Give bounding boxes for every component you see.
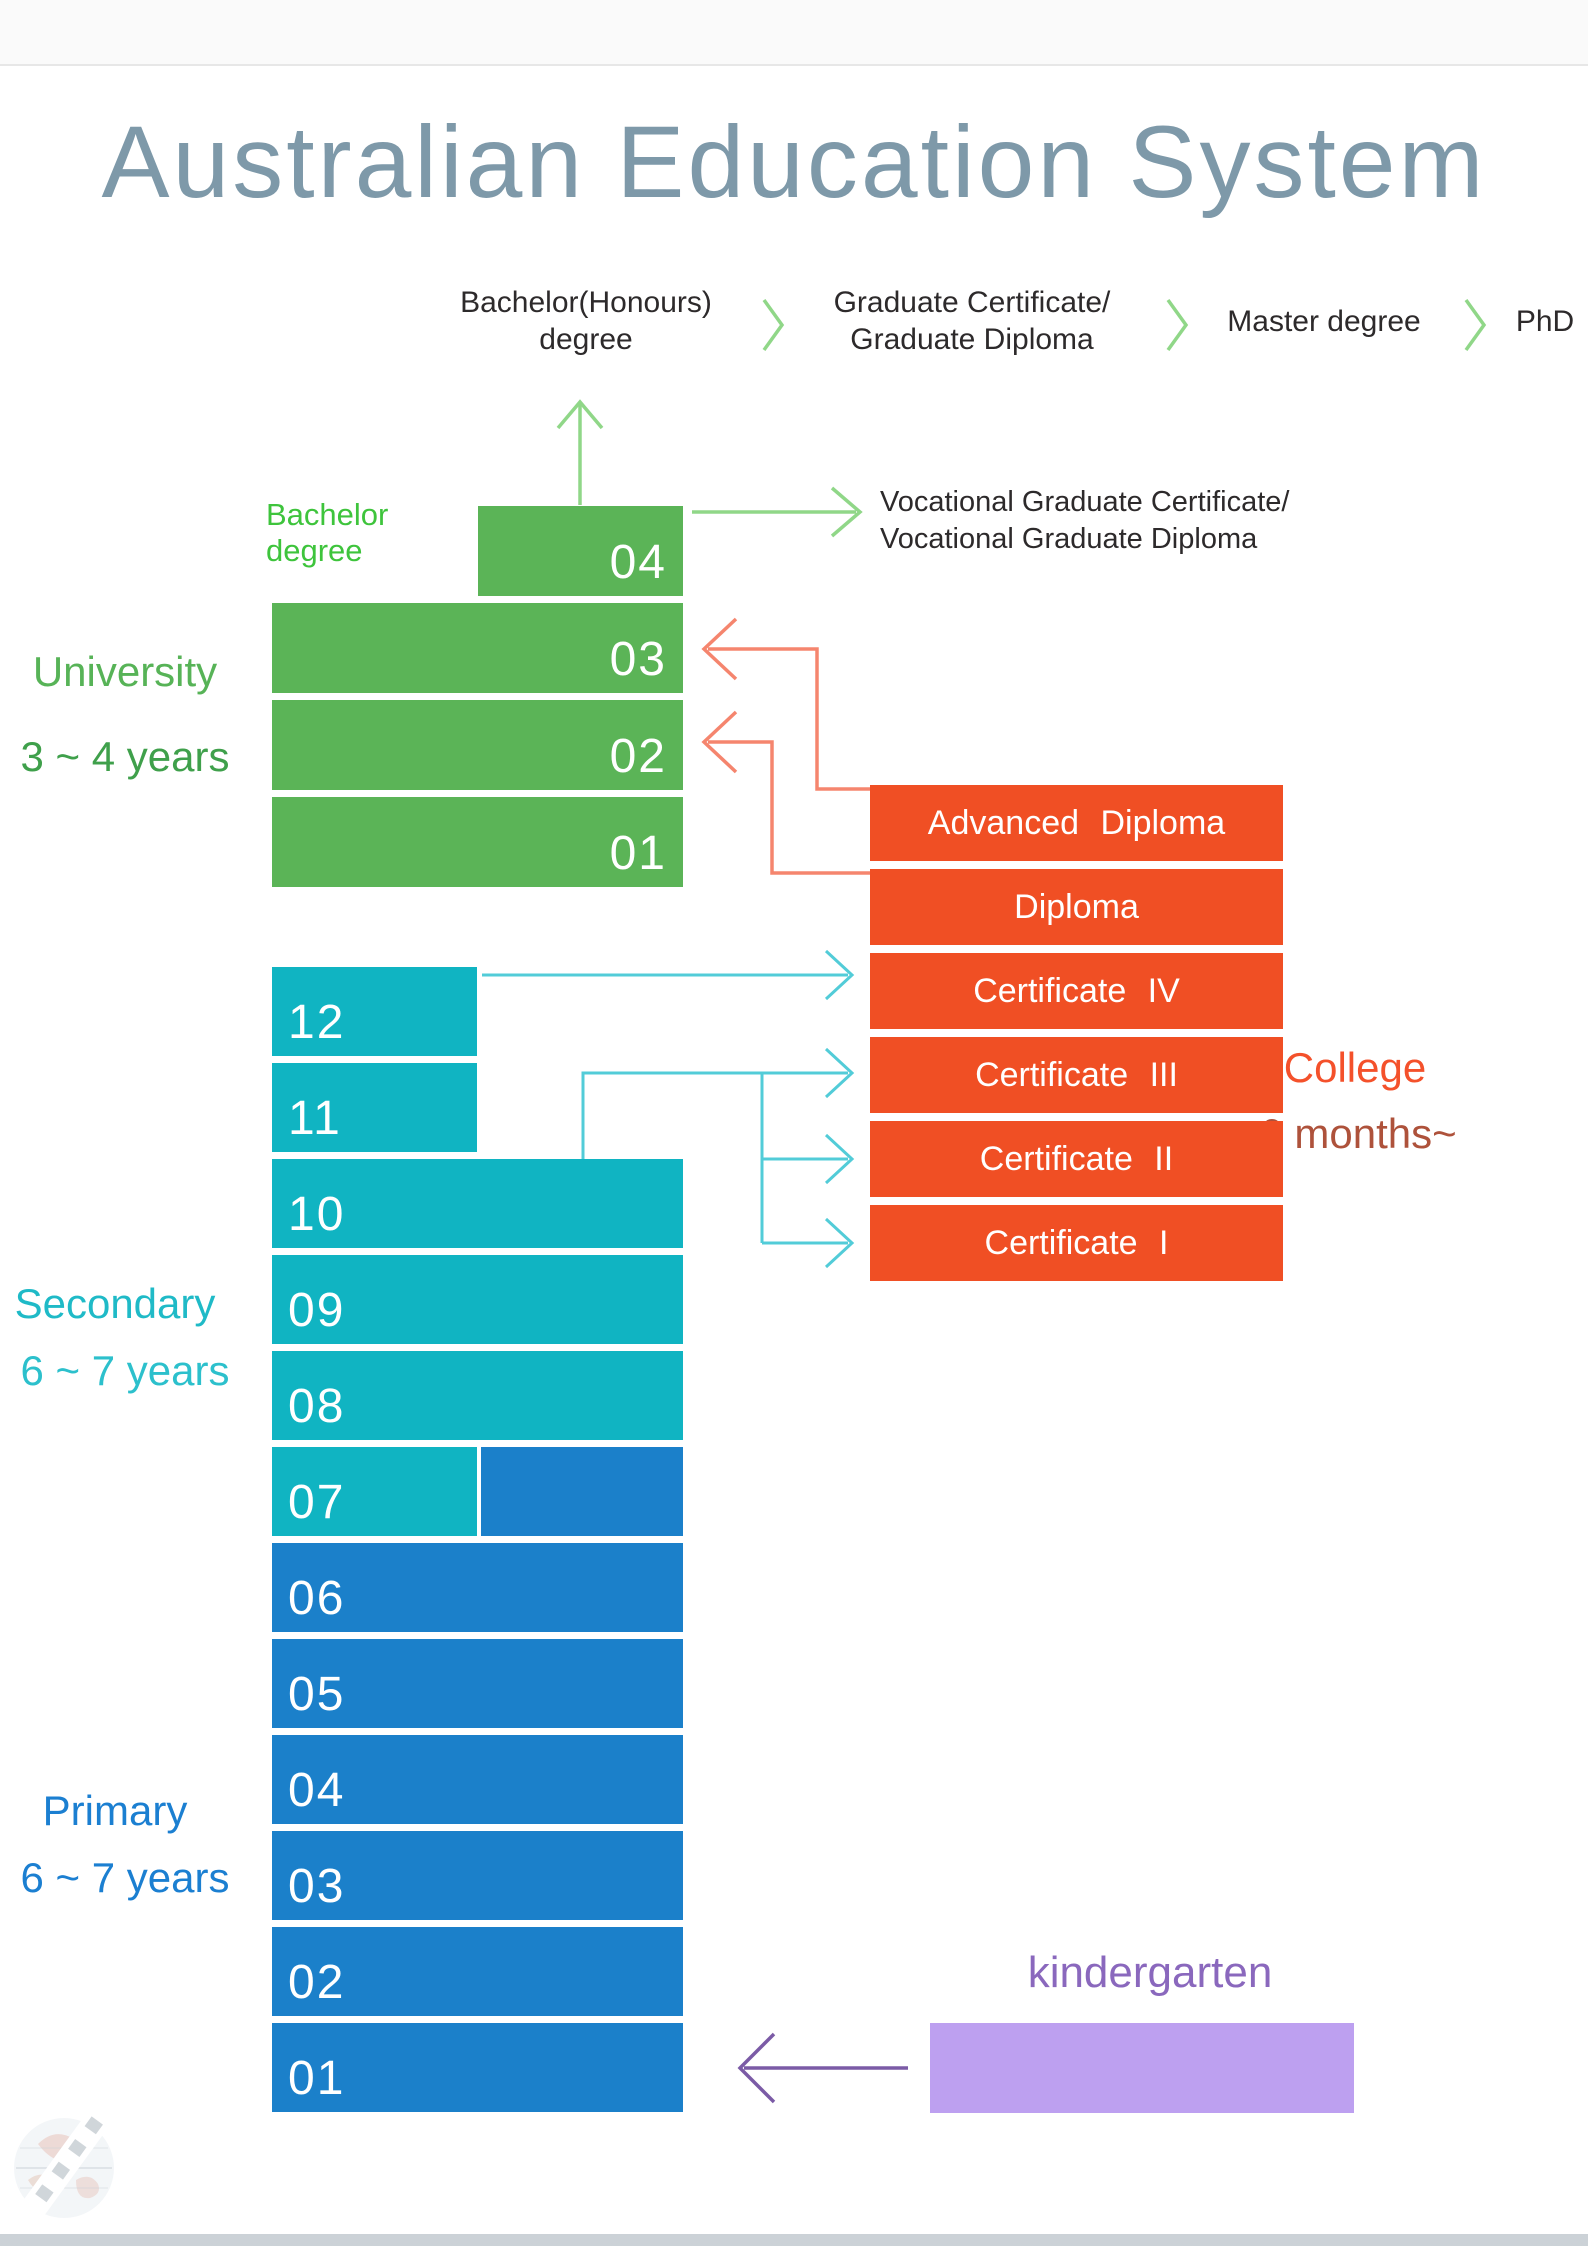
flow-step-master-degree: Master degree [1227,305,1421,338]
secondary-duration: 6 ~ 7 years [20,1347,230,1394]
kindergarten-arrow-icon [737,2032,908,2104]
university-label: University [32,648,218,695]
primary-bar-06: 06 [272,1543,683,1632]
primary-bar-04: 04 [272,1735,683,1824]
bachelor-degree-label: Bachelor degree [266,497,389,568]
vocational-graduate-label: Vocational Graduate Certificate/ Vocatio… [880,484,1310,558]
top-band [0,0,1588,66]
college-bar-advanced-diploma: Advanced Diploma [870,785,1283,861]
college-bar-certificate-ii: Certificate II [870,1121,1283,1197]
teal-connector-12-to-cert-iv [482,949,855,1001]
secondary-bar-10: 10 [272,1159,683,1248]
flow-step-line2: degree [539,323,633,356]
kindergarten-bar [930,2023,1354,2113]
secondary-bar-08: 08 [272,1351,683,1440]
university-bar-03: 03 [272,603,683,693]
flow-step-graduate-certificate: Graduate Certificate/ Graduate Diploma [810,284,1134,358]
college-bar-certificate-iii: Certificate III [870,1037,1283,1113]
salmon-connector-diploma-to-02 [701,710,870,875]
primary-bar-05: 05 [272,1639,683,1728]
university-bar-04: 04 [478,506,683,596]
flow-step-line2: Graduate Diploma [850,323,1094,356]
secondary-bar-09: 09 [272,1255,683,1344]
up-arrow-icon [556,399,604,505]
primary-duration: 6 ~ 7 years [20,1854,230,1901]
university-bar-01: 01 [272,797,683,887]
kindergarten-label: kindergarten [1027,1948,1273,1997]
secondary-bar-11: 11 [272,1063,477,1152]
college-bar-diploma: Diploma [870,869,1283,945]
college-bar-certificate-iv: Certificate IV [870,953,1283,1029]
flow-step-bachelor-honours: Bachelor(Honours) degree [430,284,742,358]
college-bar-certificate-i: Certificate I [870,1205,1283,1281]
vocational-line2: Vocational Graduate Diploma [880,523,1258,555]
secondary-bar-07: 07 [272,1447,477,1536]
page-title: Australian Education System [101,105,1487,219]
bottom-band [0,2234,1588,2246]
primary-bar-01: 01 [272,2023,683,2112]
salmon-connector-diploma-to-03 [701,617,870,791]
flow-step-line1: Graduate Certificate/ [833,286,1111,319]
primary-label: Primary [42,1787,188,1834]
college-label: College [1283,1044,1427,1091]
flow-step-phd: PhD [1515,305,1575,338]
primary-bar-03: 03 [272,1831,683,1920]
secondary-label: Secondary [14,1280,216,1327]
secondary-bar-07-blue-part [481,1447,683,1536]
vocational-line1: Vocational Graduate Certificate/ [880,486,1290,518]
flow-step-line1: Bachelor(Honours) [460,286,712,319]
university-bar-02: 02 [272,700,683,790]
university-duration: 3 ~ 4 years [20,733,230,780]
primary-bar-02: 02 [272,1927,683,2016]
secondary-bar-12: 12 [272,967,477,1056]
vocational-arrow-icon [692,486,863,538]
globe-logo [10,2110,120,2226]
college-duration: 6 months~ [1259,1110,1457,1157]
